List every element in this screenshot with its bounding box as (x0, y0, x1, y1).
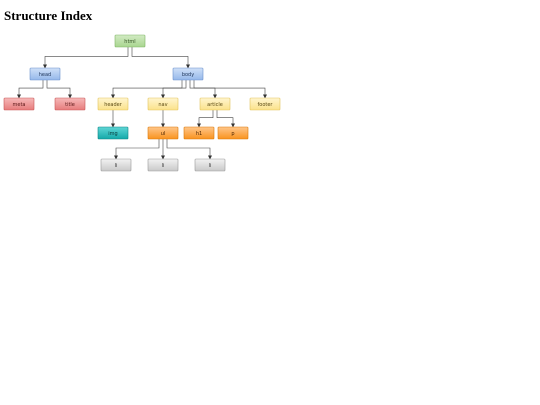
edge-body-to-header (111, 80, 183, 99)
edge-html-to-head (43, 47, 129, 69)
node-li3-box (194, 158, 226, 172)
edge-head-to-title (46, 80, 72, 99)
edge-body-to-nav (161, 80, 187, 99)
node-header-box (97, 97, 129, 111)
node-li2-label: li (162, 163, 165, 169)
node-footer-box (249, 97, 281, 111)
node-title-box (54, 97, 86, 111)
node-title-label: title (65, 102, 75, 108)
node-body-box (172, 67, 204, 81)
node-article-label: article (207, 102, 223, 108)
node-html: html (114, 34, 146, 48)
node-h1-label: h1 (196, 131, 202, 137)
node-body: body (172, 67, 204, 81)
node-ul-label: ul (161, 131, 166, 137)
edge-body-to-footer (193, 80, 267, 99)
node-nav-box (147, 97, 179, 111)
node-meta-box (3, 97, 35, 111)
node-li3-label: li (209, 163, 212, 169)
node-html-box (114, 34, 146, 48)
node-ul-box (147, 126, 179, 140)
edges-layer (17, 47, 267, 160)
node-article: article (199, 97, 231, 111)
node-html-label: html (124, 39, 135, 45)
node-img: img (97, 126, 129, 140)
node-article-box (199, 97, 231, 111)
page-title: Structure Index (4, 8, 93, 23)
node-meta: meta (3, 97, 35, 111)
edge-article-to-p (216, 110, 235, 128)
node-h1: h1 (183, 126, 215, 140)
node-head: head (29, 67, 61, 81)
node-header-label: header (104, 102, 123, 108)
node-body-label: body (182, 72, 194, 78)
node-li1-box (100, 158, 132, 172)
node-ul: ul (147, 126, 179, 140)
node-footer-label: footer (258, 102, 274, 108)
node-nav: nav (147, 97, 179, 111)
node-head-label: head (39, 72, 51, 78)
node-p: p (217, 126, 249, 140)
node-li2: li (147, 158, 179, 172)
edge-ul-to-li1 (114, 139, 160, 160)
node-li3: li (194, 158, 226, 172)
node-p-box (217, 126, 249, 140)
node-h1-box (183, 126, 215, 140)
nodes-layer: html head body meta title header nav article foo… (3, 34, 281, 172)
edge-head-to-meta (17, 80, 44, 99)
node-img-label: img (108, 131, 117, 137)
node-li2-box (147, 158, 179, 172)
node-head-box (29, 67, 61, 81)
node-nav-label: nav (158, 102, 167, 108)
node-p-label: p (231, 131, 234, 137)
node-li1: li (100, 158, 132, 172)
node-footer: footer (249, 97, 281, 111)
node-title: title (54, 97, 86, 111)
node-img-box (97, 126, 129, 140)
node-li1-label: li (115, 163, 118, 169)
edge-ul-to-li3 (166, 139, 212, 160)
edge-html-to-body (131, 47, 190, 69)
node-meta-label: meta (13, 102, 26, 108)
edge-article-to-h1 (197, 110, 214, 128)
node-header: header (97, 97, 129, 111)
